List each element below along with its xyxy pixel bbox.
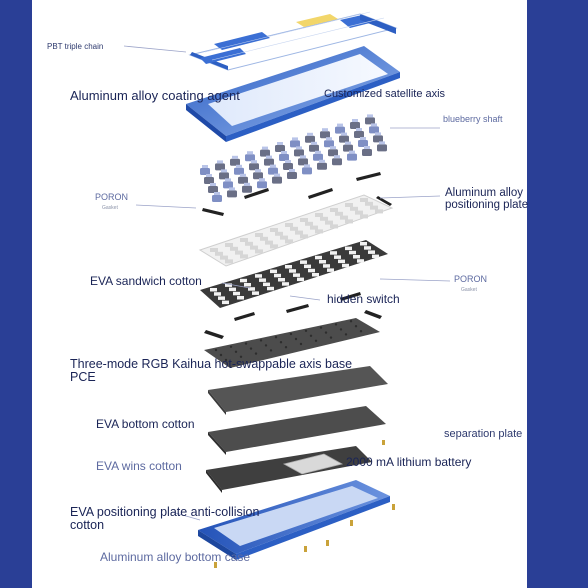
label-positioning-plate: Aluminum alloy positioning plate: [445, 187, 529, 212]
eva-wins-layer: [206, 446, 372, 493]
label-eva-sandwich: EVA sandwich cotton: [90, 274, 202, 288]
label-bottom-case: Aluminum alloy bottom case: [100, 550, 251, 564]
left-side-bar: [0, 0, 32, 588]
label-poron-right-sub: Gasket: [461, 287, 477, 293]
gasket-strips-top: [202, 172, 392, 216]
leader-lines: [123, 45, 451, 521]
label-pcb: Three-mode RGB Kaihua hot-swappable axis…: [70, 357, 353, 385]
eva-bottom-layer: [208, 366, 388, 415]
right-side-bar: [527, 0, 588, 588]
top-case-layer: [186, 46, 400, 142]
label-blueberry-shaft: blueberry shaft: [443, 114, 503, 124]
label-poron-left-sub: Gasket: [102, 205, 118, 211]
label-eva-anti-collision: EVA positioning plate anti-collision cot…: [70, 505, 260, 533]
bottom-case-layer: [198, 480, 390, 560]
label-separation-plate: separation plate: [444, 428, 523, 440]
label-hidden-switch: hidden switch: [327, 292, 400, 306]
label-satellite-axis: Customized satellite axis: [324, 88, 446, 100]
pcb-layer: [204, 318, 380, 368]
switches-layer: [200, 114, 387, 202]
gasket-strips-middle: [204, 292, 382, 339]
label-poron-left: PORON: [95, 192, 129, 202]
label-eva-wins: EVA wins cotton: [96, 459, 182, 473]
label-eva-bottom: EVA bottom cotton: [96, 417, 195, 431]
label-poron-right: PORON: [454, 274, 488, 284]
keycaps-layer: [188, 11, 398, 71]
positioning-plate-layer: [198, 194, 394, 267]
battery-layer: [282, 453, 344, 475]
label-pbt-keycaps: PBT triple chain: [47, 42, 104, 51]
standoff-pins: [214, 440, 395, 568]
separation-plate-layer: [208, 406, 386, 455]
eva-sandwich-layer: [200, 240, 388, 308]
label-coating: Aluminum alloy coating agent: [70, 88, 240, 103]
label-battery: 2000 mA lithium battery: [346, 455, 472, 469]
